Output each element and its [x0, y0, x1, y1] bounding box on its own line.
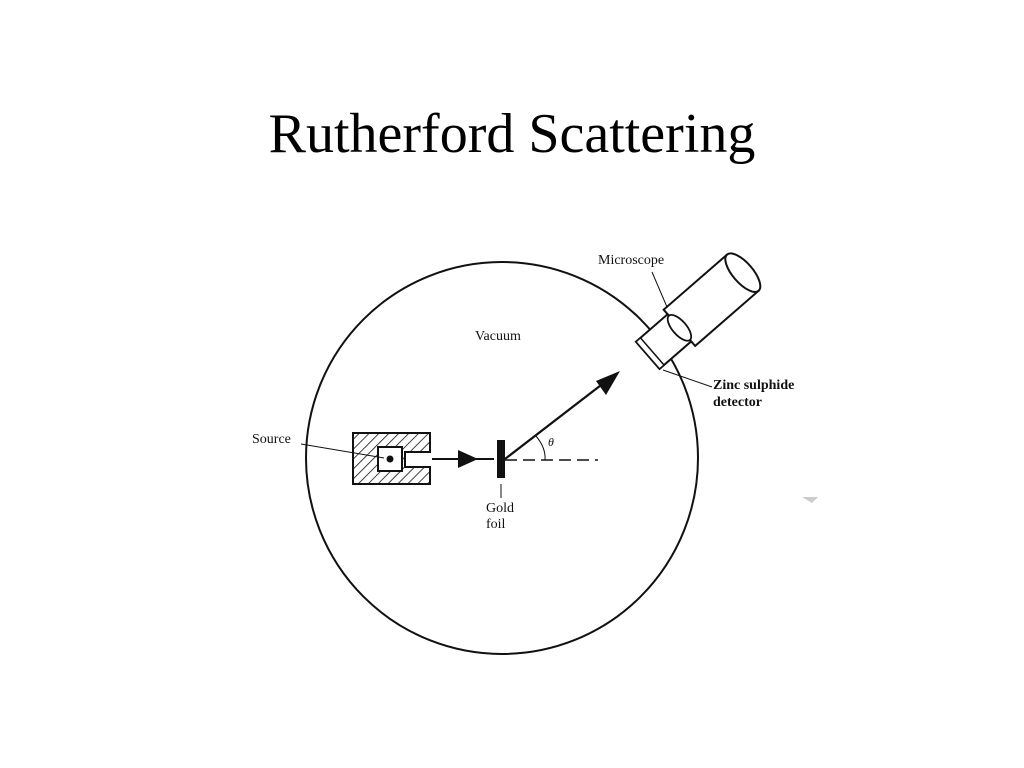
source-leader [300, 443, 385, 459]
microscope-leader [651, 271, 668, 308]
label-angle-theta: θ [548, 435, 554, 449]
zinc-leader [662, 369, 713, 388]
gold-foil [497, 440, 505, 478]
detector-assembly [634, 252, 762, 371]
incident-arrow-head [458, 450, 478, 468]
label-foil: foil [486, 517, 506, 532]
edge-artifact [802, 497, 818, 503]
vacuum-chamber [305, 261, 699, 655]
label-source: Source [252, 432, 291, 447]
source-block [352, 432, 431, 485]
angle-arc [535, 435, 546, 461]
label-vacuum: Vacuum [475, 329, 521, 344]
label-gold: Gold [486, 501, 514, 516]
label-detector: detector [713, 395, 762, 410]
slide-title: Rutherford Scattering [268, 103, 756, 165]
label-microscope: Microscope [598, 253, 664, 268]
scattered-arrow-head [596, 371, 620, 395]
scattered-beam [504, 381, 606, 460]
label-zinc-sulphide: Zinc sulphide [713, 378, 794, 393]
